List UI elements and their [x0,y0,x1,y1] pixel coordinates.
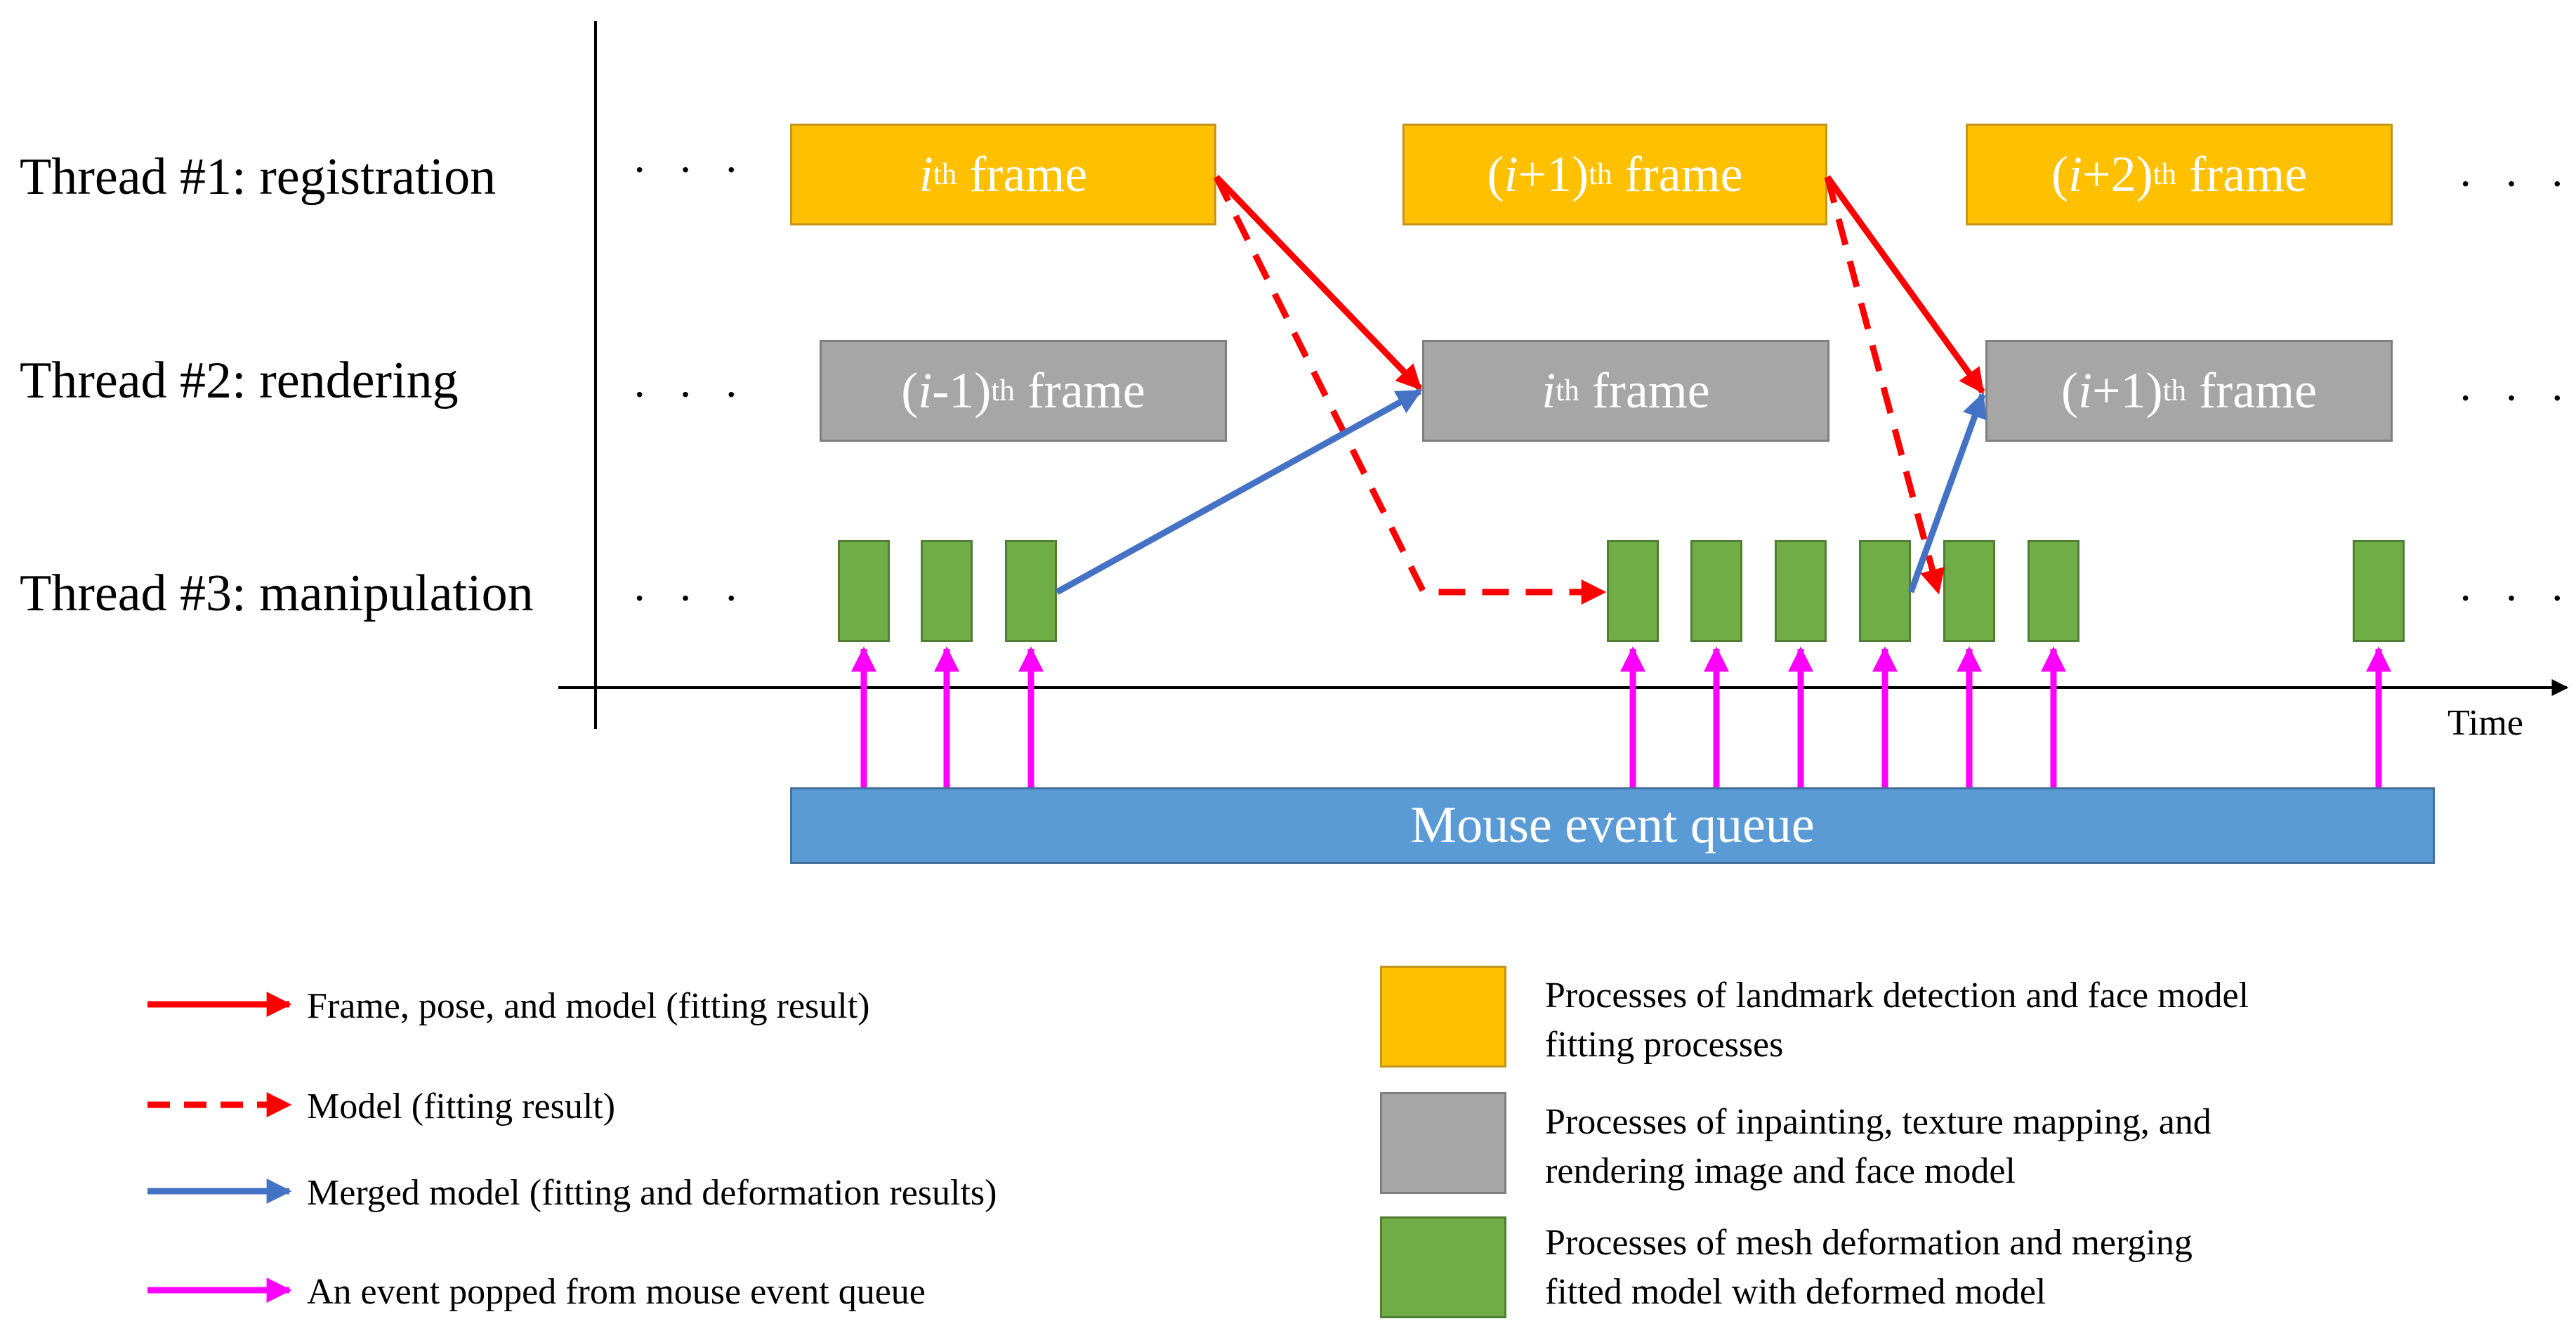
legend-swatch-registration [1380,966,1506,1068]
legend-process-text: Processes of mesh deformation and mergin… [1545,1219,2193,1317]
t3-manipulation-block [1005,540,1057,642]
legend-process-text: Processes of landmark detection and face… [1545,971,2249,1070]
legend-process-text: Processes of inpainting, texture mapping… [1545,1098,2212,1196]
t1-frame-i-plus-2: (i+2)th frame [1966,124,2393,225]
thread-1-label: Thread #1: registration [20,148,497,206]
legend-arrow-label: Model (fitting result) [307,1087,616,1127]
t3-manipulation-block [921,540,973,642]
frame-label-word: frame [2176,146,2308,202]
t3-manipulation-block [1607,540,1659,642]
merged-model-arrow [1055,388,1423,595]
legend-swatch-manipulation [1380,1216,1506,1318]
frame-label-pre: ( [2061,362,2078,419]
thread-2-ellipsis-end: · · · [2458,373,2575,423]
thread-2-ellipsis-start: · · · [632,369,749,419]
frame-label-post: +2) [2082,146,2153,202]
frame-label-pre: ( [1487,146,1504,202]
t2-frame-i-minus-1: (i-1)th frame [820,340,1227,442]
legend-process-line: fitting processes [1545,1025,1784,1065]
model-result-dashed-arrow [1824,176,1945,595]
t3-manipulation-block [1943,540,1995,642]
legend-arrow-label: Frame, pose, and model (fitting result) [307,986,870,1026]
t2-frame-i-plus-1: (i+1)th frame [1985,340,2393,442]
frame-label-word: frame [1014,362,1145,419]
legend-process-line: Processes of mesh deformation and mergin… [1545,1223,2193,1263]
legend-process-line: Processes of landmark detection and face… [1545,976,2249,1016]
frame-label-word: frame [1579,362,1710,419]
frame-label-var: i [2068,146,2082,202]
legend-process-line: fitted model with deformed model [1545,1272,2046,1313]
frame-label-pre: ( [2051,146,2068,202]
frame-label-word: frame [957,146,1088,202]
frame-label-var: i [1504,146,1518,202]
t3-manipulation-block [2028,540,2079,642]
legend-process-line: Processes of inpainting, texture mapping… [1545,1102,2212,1142]
frame-label-var: i [918,362,933,419]
t3-manipulation-block [1775,540,1827,642]
frame-label-var: i [2077,362,2092,419]
t3-manipulation-block [838,540,890,642]
frame-label-post: +1) [2091,362,2163,419]
t3-manipulation-block [2353,540,2405,642]
thread-1-ellipsis-start: · · · [632,145,749,195]
thread-2-label: Thread #2: rendering [20,352,459,409]
frame-label-post: +1) [1518,146,1589,202]
thread-3-ellipsis-start: · · · [632,573,749,623]
frame-label-var: i [919,146,933,202]
thread-1-ellipsis-end: · · · [2458,159,2575,209]
thread-3-ellipsis-end: · · · [2458,573,2575,623]
mouse-event-queue: Mouse event queue [790,787,2435,864]
frame-label-word: frame [2186,362,2318,419]
thread-3-label: Thread #3: manipulation [20,565,534,622]
time-axis-label: Time [2447,703,2523,743]
legend-arrow-label: Merged model (fitting and deformation re… [307,1173,997,1213]
merged-model-arrow [1907,392,1987,593]
fitting-result-arrow [1214,174,1423,391]
frame-label-pre: ( [901,362,919,419]
frame-label-post: -1) [932,362,992,419]
t3-manipulation-block [1690,540,1742,642]
frame-label-var: i [1542,362,1556,419]
legend-swatch-rendering [1380,1092,1506,1194]
frame-label-word: frame [1612,146,1743,202]
legend-arrow-label: An event popped from mouse event queue [307,1272,926,1312]
legend-process-line: rendering image and face model [1545,1151,2016,1192]
fitting-result-arrow [1825,175,1985,394]
t1-frame-i-plus-1: (i+1)th frame [1402,124,1827,225]
model-result-dashed-arrow [1213,175,1607,605]
